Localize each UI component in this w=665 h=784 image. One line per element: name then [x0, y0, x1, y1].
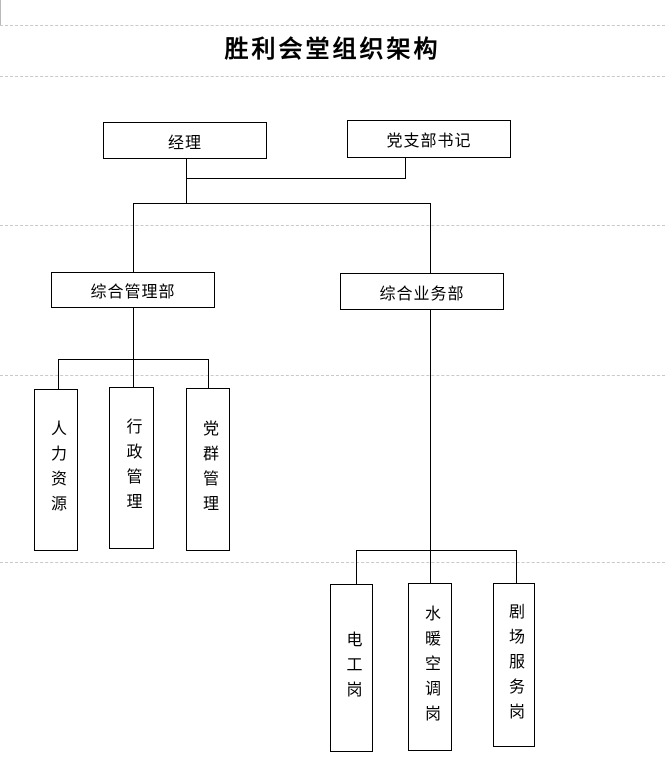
node-electrician-post: 电工岗 [330, 584, 373, 752]
connector-to-hr [58, 360, 59, 389]
node-general-management-dept: 综合管理部 [51, 272, 215, 308]
node-human-resources: 人力资源 [34, 389, 78, 551]
node-plumbing-hvac-post: 水暖空调岗 [408, 583, 452, 751]
connector-trunk-down [186, 179, 187, 203]
connector-secretary-down [405, 158, 406, 178]
connector-biz-split [356, 550, 517, 551]
connector-to-biz-dept [430, 204, 431, 273]
grid-line [0, 375, 665, 376]
connector-biz-down [430, 310, 431, 583]
connector-leadership-merge [186, 178, 406, 179]
grid-line [0, 76, 665, 77]
node-party-branch-secretary: 党支部书记 [347, 120, 511, 158]
connector-mgmt-down [133, 308, 134, 359]
node-manager: 经理 [103, 122, 267, 159]
connector-mgmt-split [58, 359, 209, 360]
grid-line [0, 25, 665, 26]
connector-manager-down [186, 159, 187, 178]
connector-to-electrician [356, 551, 357, 584]
grid-line [0, 225, 665, 226]
page-edge-tick [0, 0, 1, 25]
connector-to-party-mass [208, 360, 209, 388]
diagram-title: 胜利会堂组织架构 [224, 37, 441, 63]
connector-dept-split [133, 203, 431, 204]
connector-to-theater-service [516, 551, 517, 583]
connector-to-admin [133, 360, 134, 387]
node-theater-service-post: 剧场服务岗 [493, 583, 535, 747]
grid-line [0, 562, 665, 563]
node-administrative-management: 行政管理 [109, 387, 154, 549]
node-general-business-dept: 综合业务部 [340, 273, 504, 310]
connector-to-mgmt-dept [133, 204, 134, 272]
node-party-mass-management: 党群管理 [186, 388, 230, 551]
